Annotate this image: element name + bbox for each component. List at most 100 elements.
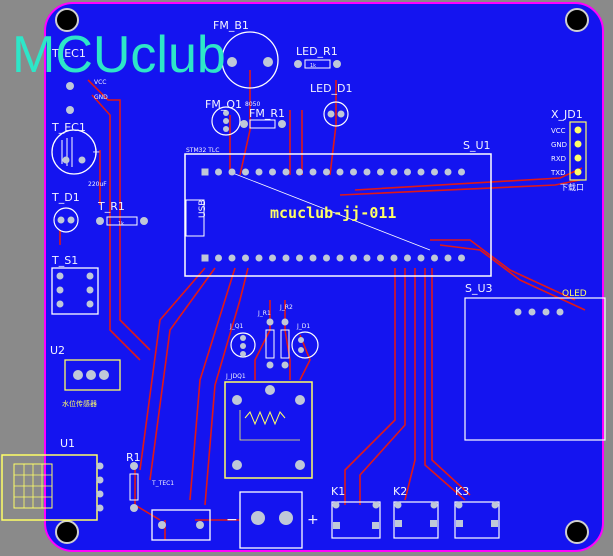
svg-text:+: + (307, 512, 319, 528)
fm-b1-label: FM_B1 (213, 19, 249, 32)
j-q1-label: J_Q1 (229, 323, 243, 330)
module-pin (336, 168, 344, 176)
led-diode (323, 101, 349, 127)
oled-outline (464, 297, 606, 441)
stm32-label: STM32 TLC (186, 147, 219, 154)
stm32-module: USB STM32 TLC (184, 147, 492, 277)
download-label: 下载口 (560, 182, 584, 192)
t-tec1-label: T_TEC1 (151, 480, 174, 487)
fm-r1-label: FM_R1 (249, 107, 285, 120)
t-s1-label: T_S1 (51, 254, 78, 267)
u1-module (1, 454, 104, 521)
module-pin (417, 254, 425, 262)
r1-resistor (129, 462, 139, 512)
s-u1-label: S_U1 (463, 139, 491, 152)
module-pin (444, 254, 452, 262)
download-header (569, 121, 587, 181)
water-sensor-connector: 水位传感器 (62, 359, 121, 408)
oled-pin (514, 308, 522, 316)
module-pin (350, 254, 357, 262)
module-pin (336, 254, 344, 262)
module-pin (377, 168, 384, 176)
led-r1-value: 1k (310, 63, 316, 69)
t-resistor (96, 216, 148, 226)
airwire (229, 171, 431, 251)
module-pin (390, 254, 398, 262)
t-ec1-top-label: T_EC1 (51, 47, 86, 60)
oled-pins (514, 308, 564, 316)
top-connector: VCC GND (66, 79, 108, 114)
relay (224, 381, 313, 479)
header-txd: TXD (550, 169, 565, 177)
x-jd1-label: X_JD1 (551, 108, 583, 121)
module-pin (269, 254, 276, 262)
keys (331, 501, 500, 539)
module-pin (296, 254, 303, 262)
module-pin (323, 168, 330, 176)
module-pin (228, 168, 236, 176)
s-u3-label: S_U3 (465, 282, 493, 295)
module-pin (417, 168, 425, 176)
module-pin (404, 168, 411, 176)
module-pin (228, 254, 236, 262)
led-resistor (294, 59, 341, 69)
buzzer (221, 31, 279, 89)
j-r1-label: J_R1 (257, 310, 271, 317)
module-pin (309, 254, 317, 262)
module-pin (282, 168, 290, 176)
module-pin (444, 168, 452, 176)
module-pin (350, 168, 357, 176)
buzzer-resistor (240, 119, 286, 129)
module-pin (377, 254, 384, 262)
j-r2-label: J_R2 (279, 304, 293, 311)
t-ec1-label: T_EC1 (51, 121, 86, 134)
u2-label: U2 (50, 344, 65, 357)
t-r1-label: T_R1 (97, 200, 125, 213)
k2-label: K2 (393, 485, 407, 498)
r1-label: R1 (126, 451, 141, 464)
led-r1-label: LED_R1 (296, 45, 338, 58)
k1-label: K1 (331, 485, 345, 498)
k3-label: K3 (455, 485, 469, 498)
module-pin (323, 254, 330, 262)
t-tec1-sensor (151, 509, 211, 541)
module-pin (363, 254, 371, 262)
capacitor: + 220uF (51, 129, 107, 188)
t-r1-value: 1k (118, 221, 124, 227)
relay-driver (230, 318, 319, 369)
oled-label: OLED (562, 289, 587, 299)
usb-label: USB (198, 200, 208, 218)
module-pin (201, 168, 209, 176)
copper-traces (59, 70, 586, 540)
module-pin (255, 254, 263, 262)
board-title: mcuclub-jj-011 (270, 204, 396, 222)
water-sensor-label: 水位传感器 (62, 399, 97, 408)
oled-pin (542, 308, 550, 316)
led-d1-label: LED_D1 (310, 82, 353, 95)
module-pin (296, 168, 303, 176)
module-pin (363, 168, 371, 176)
mcuclub-watermark: MCUclub (12, 26, 226, 84)
module-pin (431, 254, 438, 262)
t-diode (53, 207, 79, 233)
j-d1-label: J_D1 (296, 323, 310, 330)
t-switch (51, 267, 99, 315)
module-pin (309, 168, 317, 176)
transistor-value: 8050 (245, 101, 260, 108)
svg-text:+: + (92, 147, 100, 158)
u1-label: U1 (60, 437, 75, 450)
gnd-label-top: GND (94, 94, 108, 101)
module-pin (458, 254, 465, 262)
cap-value: 220uF (88, 181, 107, 188)
module-pin (404, 254, 411, 262)
t-d1-label: T_D1 (51, 191, 80, 204)
module-pin-rows (201, 168, 465, 262)
module-pin (201, 254, 209, 262)
header-rxd: RXD (551, 155, 566, 163)
oled-pin (556, 308, 564, 316)
module-pin (390, 168, 398, 176)
module-pin (242, 168, 249, 176)
fm-q1-label: FM_Q1 (205, 98, 242, 111)
